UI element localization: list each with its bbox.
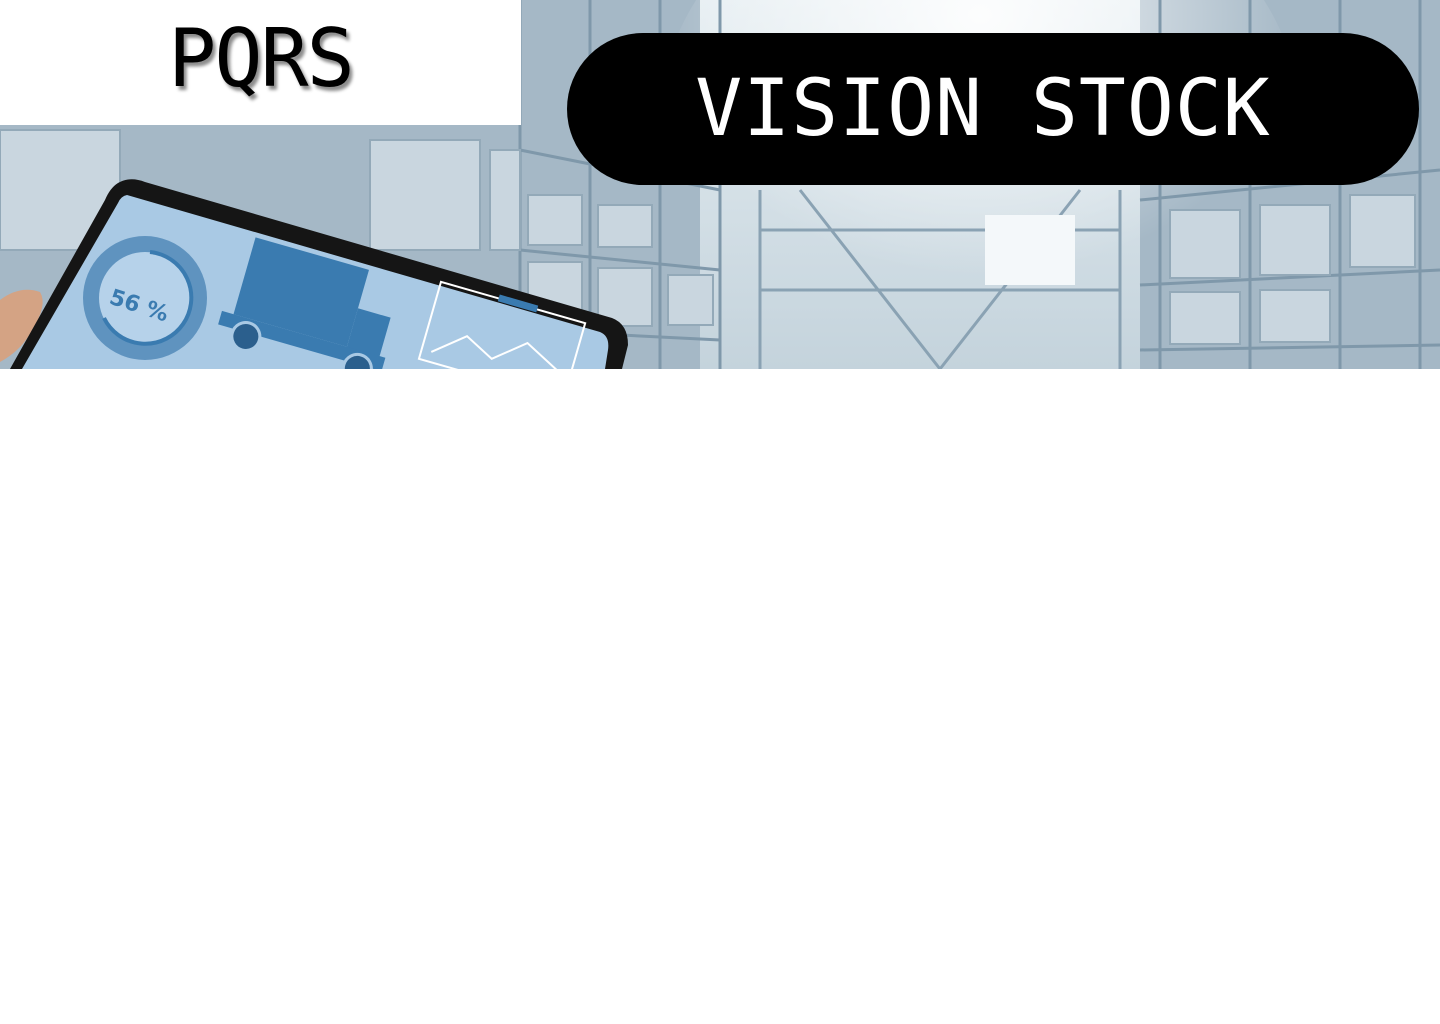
logo-box[interactable]: PQRS bbox=[0, 0, 521, 125]
window-light bbox=[985, 215, 1075, 285]
right-boxes bbox=[1169, 194, 1416, 345]
page-title: VISION STOCK bbox=[695, 64, 1271, 154]
logo-text: PQRS bbox=[168, 11, 355, 105]
left-boxes bbox=[0, 129, 714, 327]
tablet bbox=[10, 179, 628, 369]
title-banner: VISION STOCK bbox=[567, 33, 1419, 185]
hand bbox=[0, 289, 43, 362]
